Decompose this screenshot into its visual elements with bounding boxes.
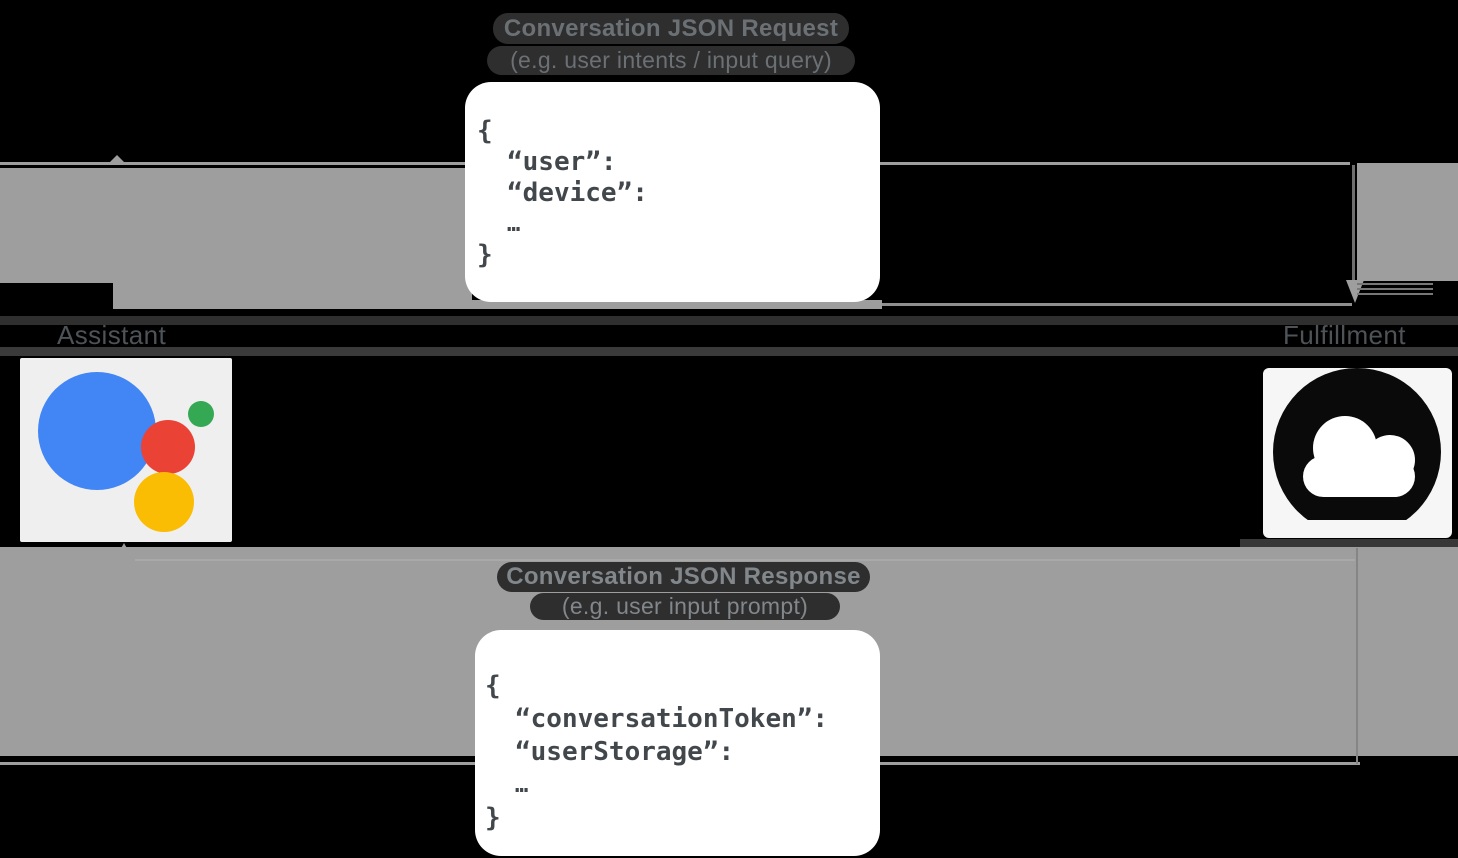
request-arrow-bottom-edge-line xyxy=(882,303,1352,306)
request-annotation-line2: (e.g. user intents / input query) xyxy=(487,46,855,75)
request-arrow-striation xyxy=(1357,293,1433,295)
cloud-icon-flat-bottom xyxy=(1300,520,1414,538)
code-line: { xyxy=(477,116,493,146)
request-annotation-line1: Conversation JSON Request xyxy=(493,13,849,44)
response-arrowhead-up xyxy=(114,543,134,561)
request-arrow-shaft-left xyxy=(0,168,113,283)
request-arrow-striation xyxy=(1357,288,1433,290)
fulfillment-label: Fulfillment xyxy=(1283,320,1406,350)
request-arrow-right-block xyxy=(1357,163,1458,281)
code-line: “device”: xyxy=(507,178,648,208)
code-line: } xyxy=(485,803,501,833)
code-line: “conversationToken”: xyxy=(515,704,829,734)
row-stripe xyxy=(0,316,1458,325)
request-arrow-elbow-line xyxy=(1352,165,1355,280)
request-json-box: { “user”: “device”: … } xyxy=(465,82,880,302)
code-line: … xyxy=(507,212,521,237)
code-line: “userStorage”: xyxy=(515,737,735,767)
code-line: } xyxy=(477,240,493,270)
code-line: “user”: xyxy=(507,147,617,177)
request-arrowhead-down xyxy=(1346,280,1364,303)
code-line: … xyxy=(515,773,529,798)
google-assistant-logo-green-dot xyxy=(188,401,214,427)
google-assistant-logo-red-circle xyxy=(141,420,195,474)
cloud-icon-base xyxy=(1303,456,1415,497)
assistant-label: Assistant xyxy=(57,320,167,350)
response-arrow-top-edge-line xyxy=(135,559,1355,561)
response-annotation-line2: (e.g. user input prompt) xyxy=(530,593,840,620)
row-stripe xyxy=(0,347,1458,356)
google-assistant-logo-yellow-circle xyxy=(134,472,194,532)
request-arrow-shaft xyxy=(113,168,472,300)
request-arrow-tail-notch xyxy=(110,155,124,162)
response-annotation-line1: Conversation JSON Response xyxy=(497,562,870,592)
row-stripe xyxy=(1240,539,1458,548)
fulfillment-tile xyxy=(1263,368,1452,538)
request-arrow-shaft-under-box xyxy=(113,300,882,309)
request-arrow-striation xyxy=(1357,283,1433,285)
assistant-tile xyxy=(20,358,232,542)
google-assistant-logo-blue-circle xyxy=(38,372,156,490)
code-line: { xyxy=(485,671,501,701)
response-json-box: { “conversationToken”: “userStorage”: … … xyxy=(475,630,880,856)
response-arrow-elbow-line xyxy=(1356,548,1358,764)
